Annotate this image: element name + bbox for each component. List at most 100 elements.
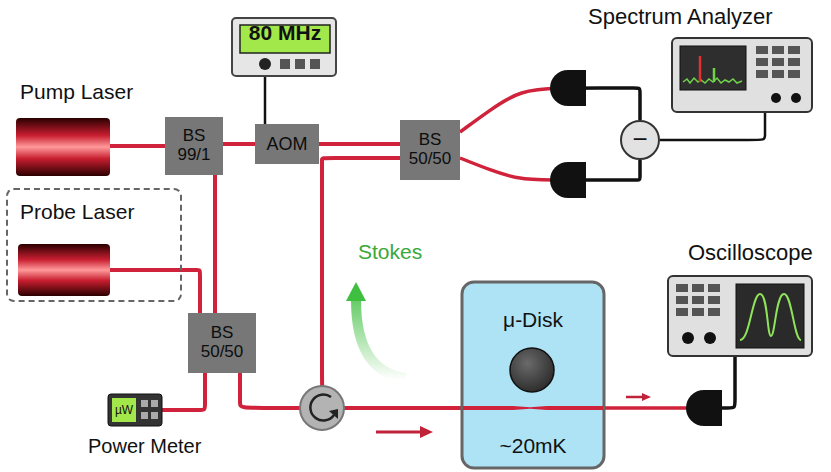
- node-label: BS 50/50: [409, 131, 452, 168]
- keypad: [676, 284, 720, 316]
- rf-generator: 80 MHz: [232, 18, 336, 76]
- key: [788, 46, 800, 54]
- photodetector: [686, 390, 722, 426]
- power-meter: [108, 394, 162, 426]
- analyzer-screen: [680, 46, 746, 90]
- beam-splitter: BS 50/50: [400, 120, 460, 180]
- direction-arrowhead: [642, 393, 651, 401]
- keypad: [756, 46, 800, 78]
- key: [676, 296, 688, 304]
- photodetector: [550, 162, 586, 198]
- tapered-fiber: [463, 406, 603, 410]
- optical-fiber: [319, 142, 400, 146]
- key: [151, 412, 158, 419]
- optical-fiber: [162, 373, 205, 410]
- cryostat: μ-Disk ~20mK: [462, 282, 604, 468]
- rf-button: [310, 59, 320, 69]
- direction-arrow: [626, 396, 642, 399]
- pump-laser: Pump Laser: [16, 118, 110, 176]
- direction-arrowhead: [420, 426, 433, 438]
- optical-fiber: [223, 142, 255, 146]
- pump-peak: [699, 56, 702, 82]
- circulator: [300, 386, 344, 430]
- spectrum-analyzer: Spectrum Analyzer: [672, 38, 812, 112]
- oscilloscope: Oscilloscope: [668, 276, 812, 356]
- knob: [791, 93, 801, 103]
- optical-fiber: [322, 158, 462, 408]
- knob: [771, 93, 781, 103]
- subtractor: −: [620, 120, 660, 160]
- node-label: Oscilloscope: [688, 240, 831, 266]
- probe-laser-body: [18, 244, 110, 296]
- noise-trace: [683, 78, 742, 83]
- stokes-arrowhead: [346, 282, 366, 301]
- key: [772, 46, 784, 54]
- key: [151, 400, 158, 407]
- node-label: μ-Disk: [462, 308, 604, 332]
- node-label: Probe Laser: [20, 200, 180, 224]
- node-label: µW: [112, 402, 136, 418]
- probe-laser-box: Probe Laser: [6, 188, 182, 302]
- direction-arrow: [376, 431, 420, 434]
- key: [708, 284, 720, 292]
- fiber-to-detector: [460, 88, 640, 132]
- knob: [682, 332, 694, 344]
- node-label: 80 MHz: [240, 21, 330, 45]
- scope-screen: [736, 284, 804, 348]
- key: [692, 308, 704, 316]
- key: [141, 412, 148, 419]
- node-label: Spectrum Analyzer: [588, 4, 728, 30]
- meter-display: [112, 398, 136, 422]
- oscilloscope: [668, 276, 812, 356]
- node-label: BS 50/50: [201, 324, 244, 361]
- microdisk: [510, 348, 554, 392]
- key: [788, 70, 800, 78]
- key: [772, 58, 784, 66]
- node-label: Power Meter: [88, 434, 142, 458]
- key: [756, 46, 768, 54]
- rf-knob: [259, 58, 271, 70]
- pump-laser-body: [16, 118, 110, 176]
- aom-box: AOM: [255, 124, 319, 164]
- circulator-arrowhead: [329, 409, 338, 419]
- node-label: ~20mK: [462, 434, 604, 458]
- key: [708, 308, 720, 316]
- rf-button: [295, 59, 305, 69]
- optical-fiber: [213, 175, 217, 313]
- key: [692, 296, 704, 304]
- key: [788, 58, 800, 66]
- probe-fiber: [110, 268, 184, 272]
- spectrum-analyzer: [672, 38, 812, 112]
- key: [676, 308, 688, 316]
- key: [708, 296, 720, 304]
- optical-fiber: [240, 373, 462, 408]
- photodetector: [550, 70, 586, 106]
- beam-splitter: BS 99/1: [165, 117, 223, 175]
- node-label: AOM: [266, 134, 307, 155]
- signal-cable: [264, 76, 267, 124]
- node-label: BS 99/1: [177, 127, 210, 164]
- key: [676, 284, 688, 292]
- optical-fiber: [182, 270, 200, 313]
- knob: [704, 332, 716, 344]
- key: [141, 400, 148, 407]
- power-meter: µWPower Meter: [108, 394, 162, 426]
- node-label: −: [632, 126, 647, 152]
- scope-trace: [740, 294, 801, 340]
- circulator-arrow: [310, 395, 334, 421]
- cryostat: [462, 282, 604, 468]
- beam-label: Stokes: [358, 240, 422, 264]
- key: [756, 70, 768, 78]
- stokes-arrow: [356, 300, 406, 378]
- key: [756, 58, 768, 66]
- optical-fiber: [110, 144, 165, 148]
- rf-button: [280, 59, 290, 69]
- rf-generator: [232, 18, 336, 76]
- node-label: Pump Laser: [20, 80, 114, 104]
- key: [772, 70, 784, 78]
- signal-cable: [660, 112, 765, 140]
- stokes-peak: [713, 68, 716, 82]
- key: [692, 284, 704, 292]
- beam-splitter: BS 50/50: [188, 313, 256, 373]
